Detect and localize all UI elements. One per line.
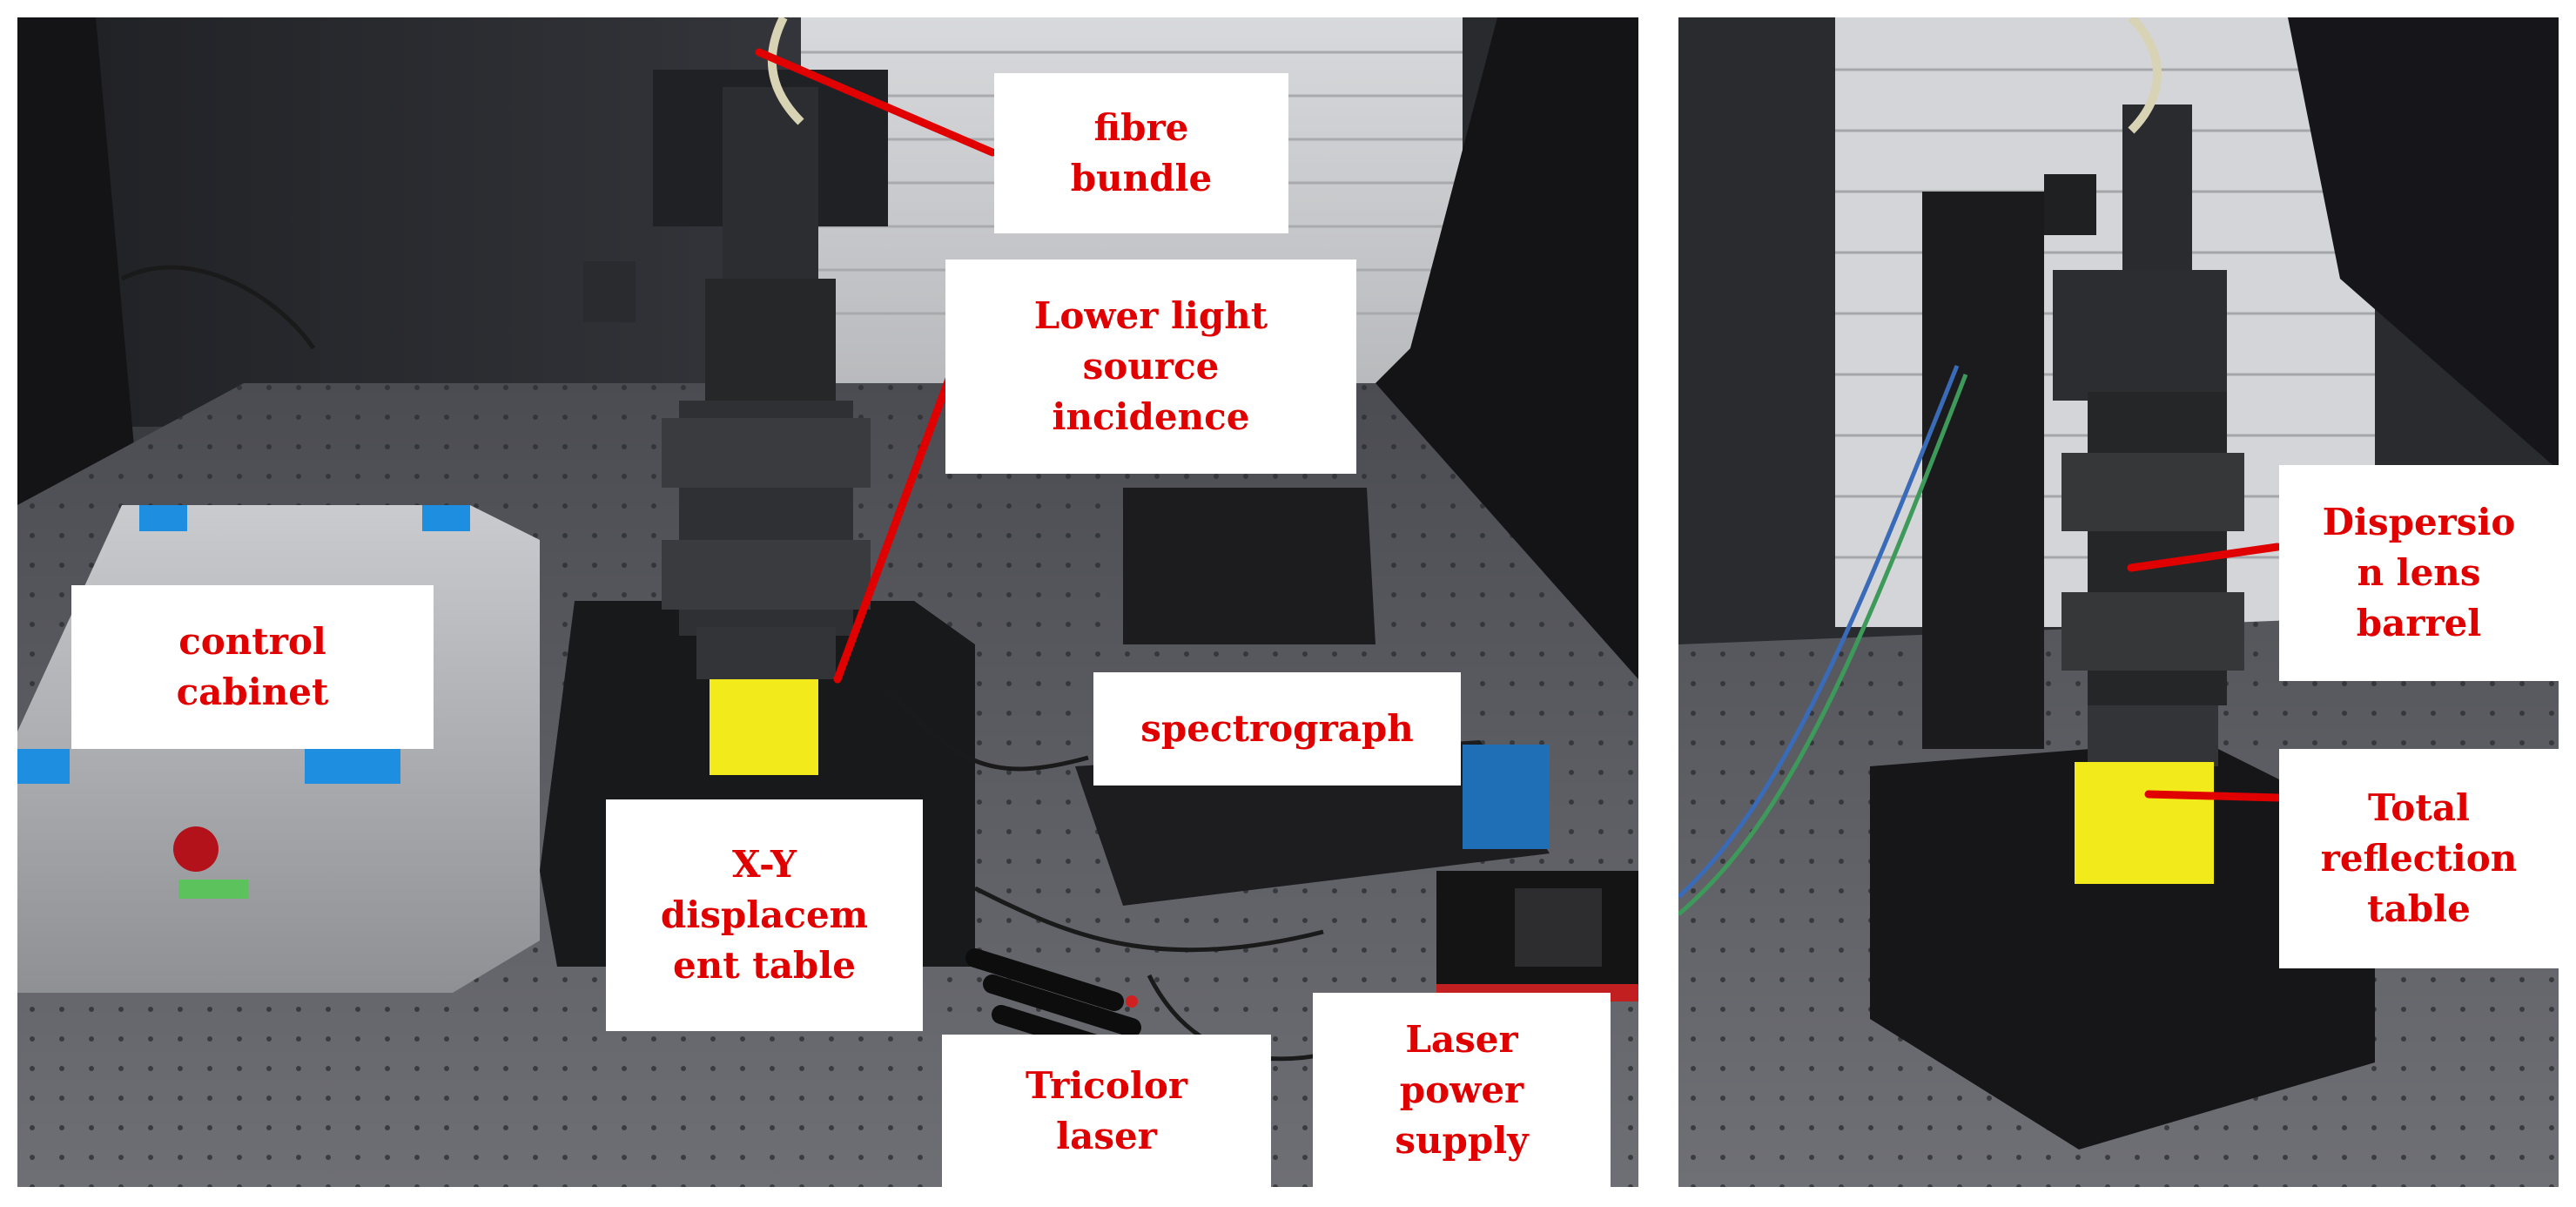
enclosure-frame-right (1375, 17, 1638, 714)
xy-stage (1870, 740, 2375, 1150)
sample-block-yellow (710, 679, 818, 775)
pointer-lines (755, 48, 997, 684)
label-dispersion-lens-barrel: Dispersio n lens barrel (2279, 465, 2559, 681)
pointer-fibre-bundle (755, 48, 997, 157)
left-photo-scene (17, 17, 1638, 1187)
label-fibre-bundle: fibre bundle (994, 73, 1288, 233)
label-total-reflection-table: Total reflection table (2279, 749, 2559, 968)
label-lower-light-source-incidence: Lower light source incidence (945, 260, 1356, 474)
label-laser-power-supply: Laser power supply (1313, 993, 1611, 1187)
right-photo-optical-head: Dispersio n lens barrel Total reflection… (1678, 17, 2559, 1187)
label-control-cabinet: control cabinet (71, 585, 434, 749)
pointer-lower-light-source (833, 370, 955, 684)
label-xy-displacement-table: X-Y displacem ent table (606, 799, 923, 1031)
pointer-dispersion-lens-barrel (2127, 543, 2282, 572)
pointer-lines (2127, 543, 2283, 802)
label-tricolor-laser: Tricolor laser (942, 1035, 1271, 1187)
laser-power-supply-device (1436, 871, 1638, 1001)
control-cabinet-device (17, 505, 540, 993)
enclosure-frame (2218, 17, 2559, 470)
optical-column (583, 70, 888, 679)
label-spectrograph: spectrograph (1093, 672, 1461, 786)
sample-block-yellow (2075, 762, 2214, 884)
left-photo-lab-setup: fibre bundle Lower light source incidenc… (17, 17, 1638, 1187)
optical-column (1922, 105, 2244, 766)
pointer-total-reflection-table (2144, 790, 2283, 802)
